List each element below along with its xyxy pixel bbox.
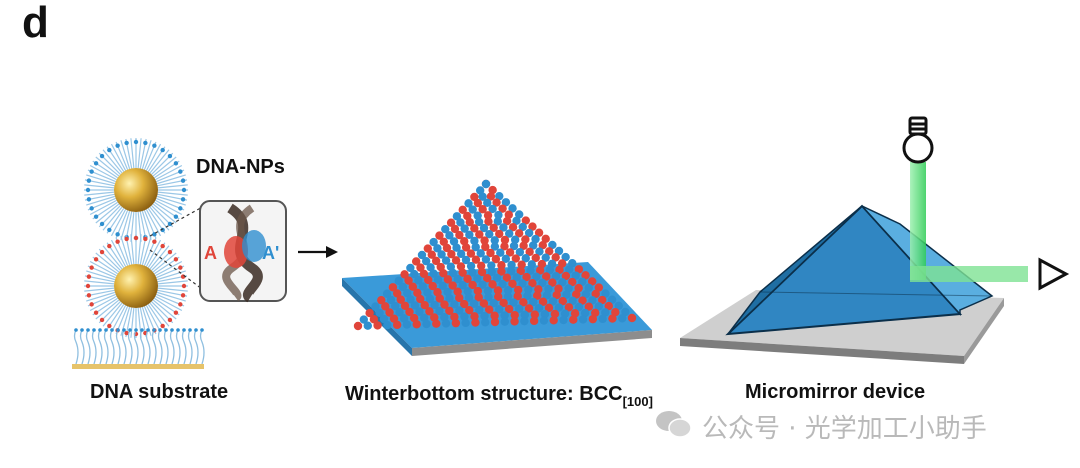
dna-substrate bbox=[72, 328, 205, 369]
dna-nanoparticle-top bbox=[84, 138, 188, 242]
gold-core-bottom bbox=[114, 264, 158, 308]
winterbottom-label: Winterbottom structure: BCC[100] bbox=[345, 383, 653, 409]
light-bulb-icon bbox=[902, 116, 934, 164]
watermark-text: 公众号 · 光学加工小助手 bbox=[702, 414, 987, 444]
micromirror-label: Micromirror device bbox=[745, 381, 926, 403]
panel-letter: d bbox=[22, 0, 49, 47]
strand-a-label: A bbox=[204, 243, 217, 263]
detector-icon bbox=[1038, 257, 1070, 291]
winterbottom-subscript: [100] bbox=[622, 394, 653, 409]
dna-helix-inset bbox=[199, 200, 287, 303]
gold-core-top bbox=[114, 168, 158, 212]
light-beam bbox=[910, 162, 1028, 282]
dna-substrate-label: DNA substrate bbox=[90, 381, 229, 403]
winterbottom-pyramid bbox=[342, 179, 652, 356]
strand-a-prime-label: A' bbox=[262, 243, 279, 263]
wechat-icon bbox=[656, 411, 692, 438]
micromirror-device bbox=[680, 204, 1004, 364]
process-arrow bbox=[298, 246, 338, 258]
winterbottom-main: Winterbottom structure: BCC bbox=[345, 383, 623, 405]
dna-nanoparticle-bottom bbox=[84, 234, 188, 338]
dna-nps-label: DNA-NPs bbox=[196, 156, 285, 178]
